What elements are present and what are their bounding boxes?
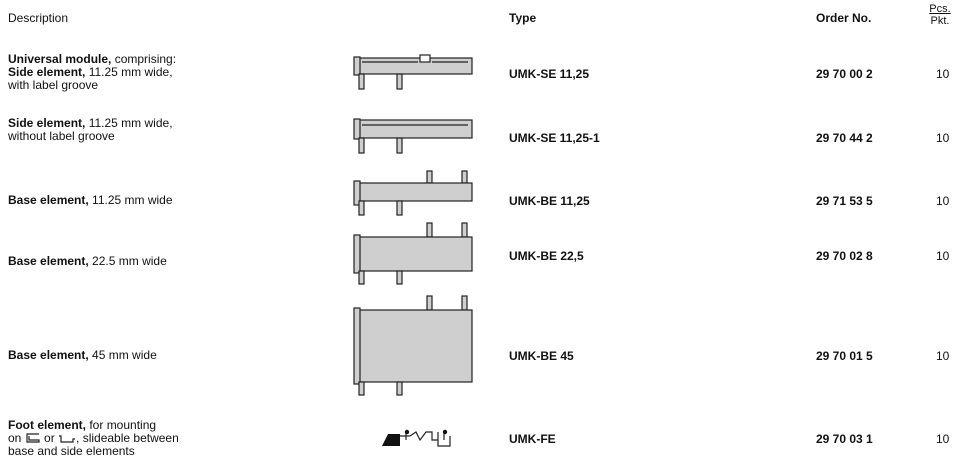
row-5-bold-1: Base element, bbox=[8, 348, 89, 362]
header-type: Type bbox=[509, 11, 537, 25]
row-6-type: UMK-FE bbox=[509, 432, 556, 446]
header-order-no: Order No. bbox=[816, 11, 872, 25]
row-6-description: Foot element, for mounting on or , slide… bbox=[8, 419, 179, 458]
row-5-order-no: 29 70 01 5 bbox=[816, 349, 873, 363]
row-1-order-no: 29 70 00 2 bbox=[816, 67, 873, 81]
header-pcs-pkt: Pcs. Pkt. bbox=[924, 3, 956, 27]
row-2-order-no: 29 70 44 2 bbox=[816, 131, 873, 145]
row-2-type: UMK-SE 11,25-1 bbox=[509, 131, 600, 145]
row-6-bold-1: Foot element, bbox=[8, 418, 87, 432]
header-pkt: Pkt. bbox=[930, 15, 950, 27]
row-4-order-no: 29 70 02 8 bbox=[816, 249, 873, 263]
row-3-description: Base element, 11.25 mm wide bbox=[8, 194, 173, 207]
row-2-text-2: without label groove bbox=[8, 129, 115, 143]
row-3-bold-1: Base element, bbox=[8, 193, 89, 207]
row-6-text-2b: or bbox=[40, 431, 59, 445]
row-6-text-1: for mounting bbox=[86, 418, 157, 432]
row-3-order-no: 29 71 53 5 bbox=[816, 194, 873, 208]
row-4-bold-1: Base element, bbox=[8, 254, 89, 268]
row-1-text-3: with label groove bbox=[8, 78, 99, 92]
row-1-text-1: comprising: bbox=[111, 52, 177, 66]
mounting-rail-g-icon bbox=[59, 435, 76, 443]
row-3-type: UMK-BE 11,25 bbox=[509, 194, 590, 208]
row-6-text-2a: on bbox=[8, 431, 25, 445]
base-element-11-25-drawing bbox=[353, 170, 473, 216]
row-1-type: UMK-SE 11,25 bbox=[509, 67, 590, 81]
row-1-description: Universal module, comprising: Side eleme… bbox=[8, 53, 176, 92]
row-3-qty: 10 bbox=[936, 194, 950, 208]
row-2-qty: 10 bbox=[936, 131, 950, 145]
row-1-bold-1: Universal module, bbox=[8, 52, 112, 66]
side-element-no-groove-drawing bbox=[353, 118, 473, 154]
header-description: Description bbox=[8, 11, 69, 25]
row-5-qty: 10 bbox=[936, 349, 950, 363]
row-1-bold-2: Side element, bbox=[8, 65, 86, 79]
row-4-type: UMK-BE 22,5 bbox=[509, 249, 584, 263]
row-5-description: Base element, 45 mm wide bbox=[8, 349, 157, 362]
base-element-45-drawing bbox=[353, 295, 473, 396]
row-2-text-1: 11.25 mm wide, bbox=[85, 116, 173, 130]
row-3-text-1: 11.25 mm wide bbox=[88, 193, 173, 207]
row-6-qty: 10 bbox=[936, 432, 950, 446]
row-1-qty: 10 bbox=[936, 67, 950, 81]
base-element-22-5-drawing bbox=[353, 222, 473, 285]
row-2-bold-1: Side element, bbox=[8, 116, 86, 130]
row-1-text-2: 11.25 mm wide, bbox=[85, 65, 173, 79]
header-pcs: Pcs. bbox=[929, 3, 951, 15]
row-6-text-3: base and side elements bbox=[8, 444, 135, 458]
row-6-order-no: 29 70 03 1 bbox=[816, 432, 873, 446]
side-element-label-groove-drawing bbox=[353, 54, 473, 90]
row-4-text-1: 22.5 mm wide bbox=[88, 254, 167, 268]
foot-element-drawing bbox=[382, 429, 451, 447]
mounting-rail-c-icon bbox=[26, 433, 40, 443]
row-4-description: Base element, 22.5 mm wide bbox=[8, 255, 167, 268]
row-5-type: UMK-BE 45 bbox=[509, 349, 574, 363]
row-2-description: Side element, 11.25 mm wide, without lab… bbox=[8, 117, 173, 143]
row-6-text-2c: , slideable between bbox=[76, 431, 179, 445]
row-4-qty: 10 bbox=[936, 249, 950, 263]
row-5-text-1: 45 mm wide bbox=[88, 348, 157, 362]
